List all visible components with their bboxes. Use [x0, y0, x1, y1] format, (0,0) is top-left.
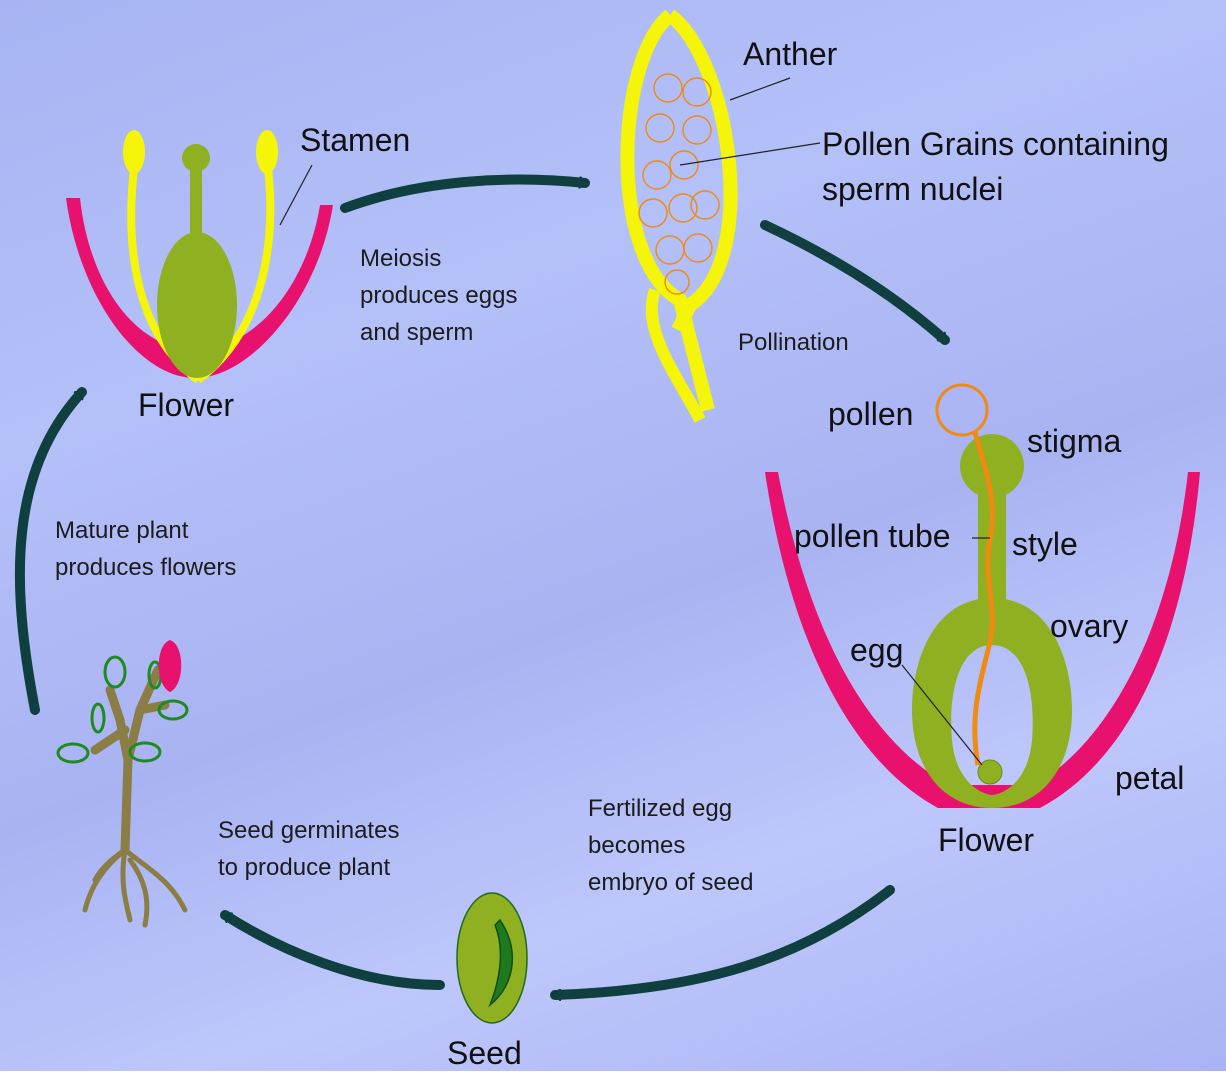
young-plant — [58, 640, 187, 925]
flower-bud — [159, 640, 182, 692]
label-flower-left: Flower — [138, 387, 234, 424]
pollen-grain — [937, 385, 987, 435]
pollen-grains-leader-line — [680, 143, 820, 165]
label-egg: egg — [850, 632, 903, 669]
label-style: style — [1012, 526, 1078, 563]
label-flower-right: Flower — [938, 822, 1034, 859]
label-meiosis: Meiosis produces eggs and sperm — [360, 240, 517, 351]
left-anther-right — [256, 130, 278, 174]
plant-roots — [85, 850, 185, 925]
label-stigma: stigma — [1027, 423, 1121, 460]
label-pollen-grains: Pollen Grains containing sperm nuclei — [822, 122, 1169, 212]
label-anther: Anther — [743, 36, 837, 73]
anther-leader-line — [730, 78, 790, 100]
label-seed: Seed — [447, 1035, 522, 1072]
label-fertilized: Fertilized egg becomes embryo of seed — [588, 790, 753, 901]
seed — [457, 893, 527, 1023]
left-style — [190, 165, 202, 240]
label-pollen: pollen — [828, 396, 913, 433]
arrow-germination — [225, 915, 440, 985]
label-germinates: Seed germinates to produce plant — [218, 812, 399, 886]
arrow-fertilization — [555, 890, 890, 995]
arrow-meiosis — [345, 180, 585, 208]
label-stamen: Stamen — [300, 122, 410, 159]
label-mature: Mature plant produces flowers — [55, 512, 236, 586]
left-flower — [66, 130, 333, 380]
label-pollination: Pollination — [738, 324, 849, 361]
label-ovary: ovary — [1050, 608, 1128, 645]
arrow-pollination — [765, 225, 945, 340]
left-anther-left — [123, 130, 145, 174]
left-ovary — [157, 232, 237, 378]
anther-outline-right — [670, 15, 730, 330]
label-pollen-tube: pollen tube — [794, 518, 951, 555]
label-petal: petal — [1115, 760, 1184, 797]
stamen-leader-line — [280, 165, 312, 225]
right-flower — [765, 385, 1200, 808]
